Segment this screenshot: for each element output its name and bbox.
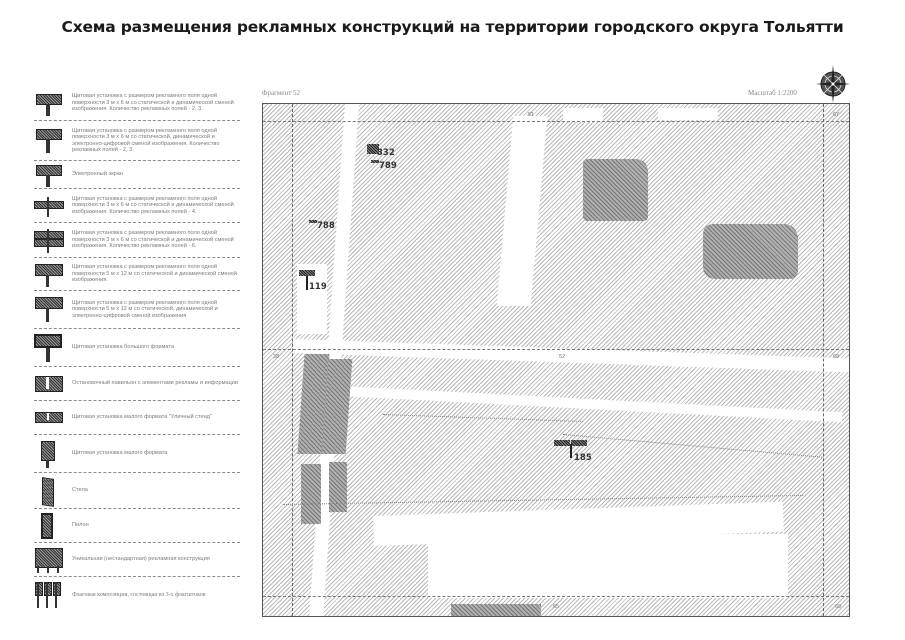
flag-composition-icon [34, 577, 64, 613]
legend-item: Уникальная (нестандартная) рекламная кон… [34, 543, 240, 577]
grid-line [263, 596, 849, 597]
legend-label: Щитовая установка с размером рекламного … [72, 230, 234, 250]
stele-icon [34, 473, 64, 508]
legend-label: Уникальная (нестандартная) рекламная кон… [72, 556, 210, 563]
billboard-5x12-icon [34, 258, 64, 290]
building [301, 464, 321, 524]
legend-label: Щитовая установка с размером рекламного … [72, 127, 220, 153]
sheet-number: 51 [528, 112, 535, 118]
legend-label: Пилон [72, 522, 89, 529]
fragment-label: Фрагмент 52 [262, 89, 301, 97]
building [321, 359, 353, 454]
road-area [302, 384, 843, 423]
sheet-number: 52 [559, 354, 566, 360]
scale-label: Масштаб 1:2200 [748, 89, 797, 97]
map-fragment[interactable]: 51 67 38 52 68 65 69 332 789 788 119 185 [262, 103, 850, 617]
legend-label: Электронный экран [72, 171, 123, 178]
legend-item: Щитовая установка с размером рекламного … [34, 258, 240, 291]
open-area [563, 108, 603, 122]
billboard-3x6-six-sided-icon [34, 223, 64, 257]
billboard-3x6-icon [34, 86, 64, 120]
grid-line [263, 349, 849, 350]
page-title: Схема размещения рекламных конструкций н… [61, 18, 844, 36]
unique-construction-icon [34, 543, 64, 576]
sheet-number: 69 [835, 604, 842, 610]
sheet-number: 38 [273, 354, 280, 360]
legend-label: Стела [72, 487, 88, 494]
legend-label: Флаговая композиция, состоящая из 3-х фл… [72, 591, 206, 598]
legend-label: Остановочный павильон с элементами рекла… [72, 380, 239, 387]
legend-item: Щитовая установка с размером рекламного … [34, 223, 240, 258]
legend-item: Щитовая установка с размером рекламного … [34, 86, 240, 121]
billboard-3x6-four-sided-icon [34, 189, 64, 222]
road-area [292, 339, 849, 373]
legend: Щитовая установка с размером рекламного … [34, 86, 240, 613]
billboard-3x6-digital-icon [34, 121, 64, 160]
legend-label: Щитовая установка малого формата [72, 450, 168, 457]
open-area [428, 534, 788, 598]
legend-item: Щитовая установка большого формата [34, 329, 240, 367]
legend-label: Щитовая установка большого формата [72, 344, 174, 351]
legend-item: Щитовая установка с размером рекламного … [34, 189, 240, 223]
legend-item: Пилон [34, 509, 240, 543]
bus-stop-pavilion-icon [34, 367, 64, 400]
legend-item: Флаговая композиция, состоящая из 3-х фл… [34, 577, 240, 613]
legend-item: Щитовая установка малого формата "Уличны… [34, 401, 240, 435]
legend-item: Щитовая установка с размером рекламного … [34, 291, 240, 329]
sheet-number: 65 [553, 604, 560, 610]
building [703, 224, 798, 279]
grid-line [823, 104, 824, 616]
road-area [496, 116, 548, 306]
billboard-5x12-digital-icon [34, 291, 64, 328]
pylon-icon [34, 509, 64, 542]
legend-item: Электронный экран [34, 161, 240, 189]
grid-line [292, 104, 293, 616]
legend-item: Щитовая установка малого формата [34, 435, 240, 473]
building [583, 159, 648, 221]
city-stand-icon [34, 401, 64, 434]
legend-item: Щитовая установка с размером рекламного … [34, 121, 240, 161]
legend-label: Щитовая установка с размером рекламного … [72, 195, 234, 215]
legend-label: Щитовая установка малого формата "Уличны… [72, 414, 212, 421]
legend-item: Остановочный павильон с элементами рекла… [34, 367, 240, 401]
legend-label: Щитовая установка с размером рекламного … [72, 264, 237, 284]
grid-line [263, 121, 849, 122]
legend-label: Щитовая установка с размером рекламного … [72, 299, 218, 319]
legend-label: Щитовая установка с размером рекламного … [72, 93, 234, 113]
electronic-screen-icon [34, 161, 64, 188]
building [451, 604, 541, 616]
road-line [382, 414, 583, 422]
building [329, 462, 347, 512]
road-line [562, 434, 823, 458]
small-format-billboard-icon [34, 435, 64, 472]
legend-item: Стела [34, 473, 240, 509]
open-area [658, 108, 718, 120]
sheet-number: 67 [833, 112, 840, 118]
sheet-number: 68 [833, 354, 840, 360]
large-format-billboard-icon [34, 329, 64, 366]
compass-rose-icon [816, 65, 850, 103]
